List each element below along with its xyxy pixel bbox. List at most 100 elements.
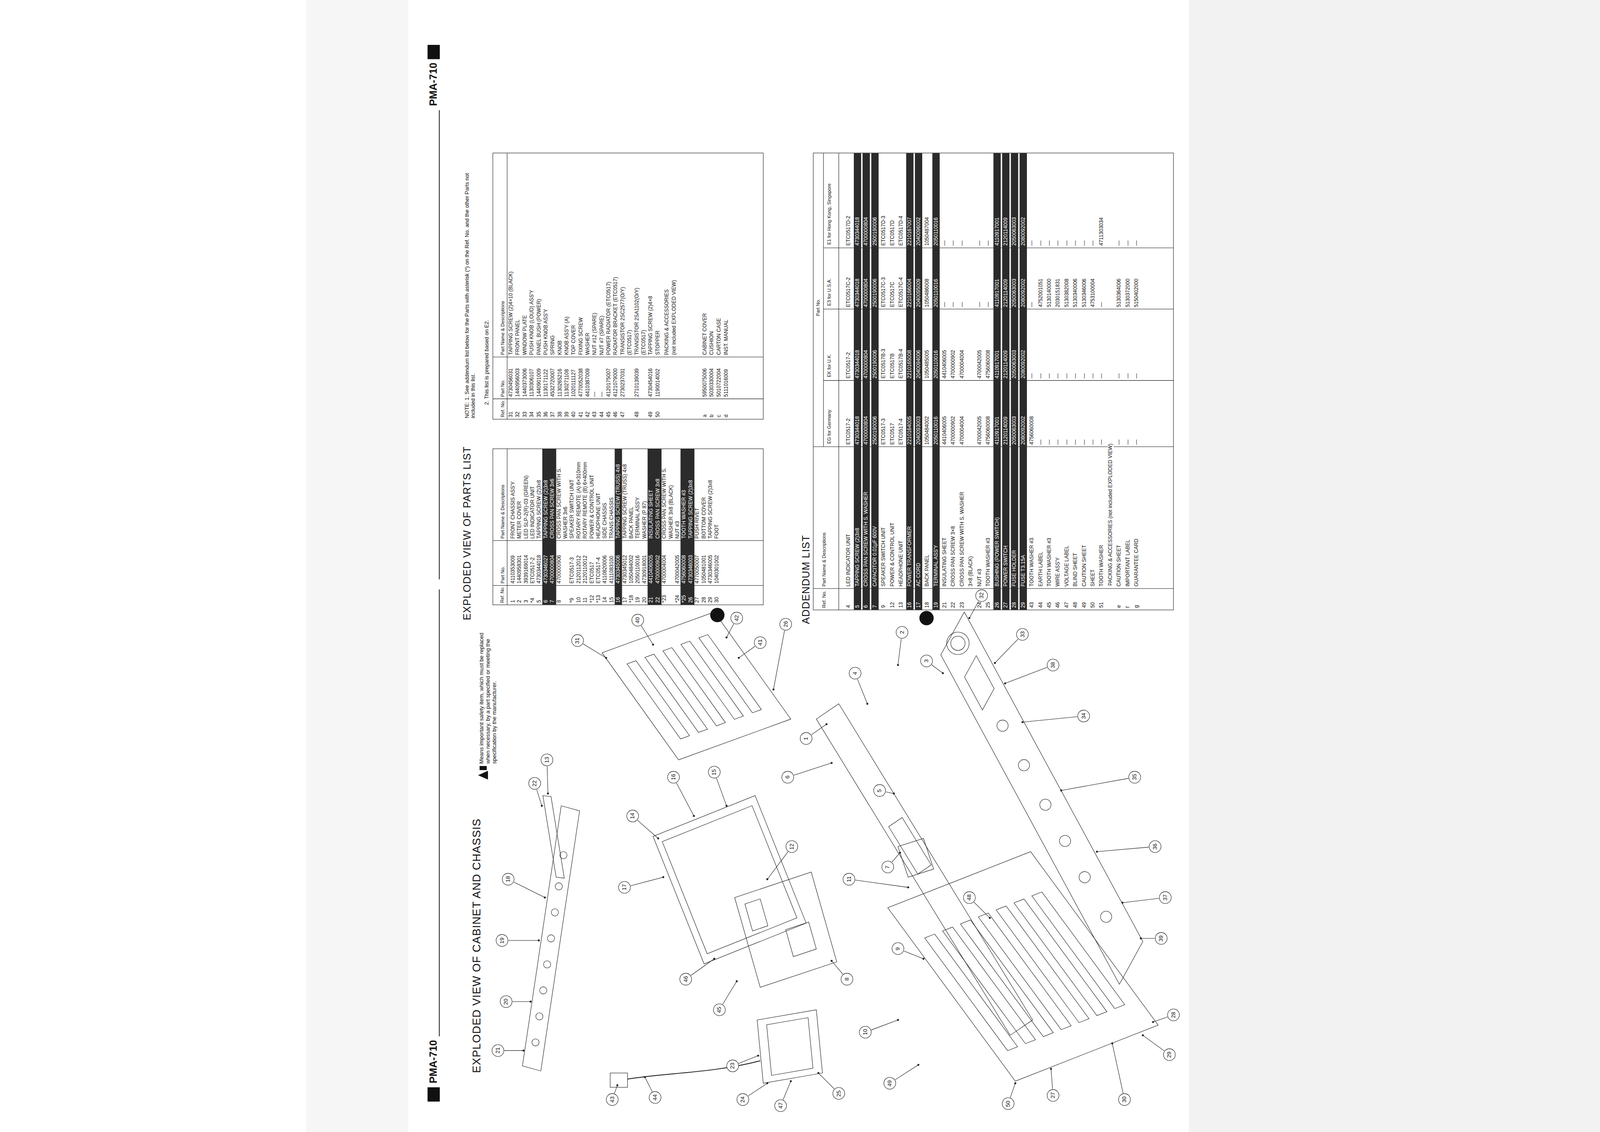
- callout-circle: [779, 618, 792, 631]
- table-cell: RADIATOR BRACKET (ETC0517): [612, 276, 619, 356]
- table-cell: *4: [529, 598, 536, 603]
- leader-dot: [866, 702, 869, 706]
- table-cell: ETC0517C-4: [898, 277, 905, 308]
- table-cell: —: [1038, 240, 1045, 246]
- leader-dot: [772, 688, 775, 692]
- table-cell: (not included EXPLODED VIEW): [671, 280, 678, 356]
- leader-line: [691, 958, 715, 976]
- table-cell: 4730346005: [707, 555, 714, 584]
- table-cell: 4700004004: [959, 350, 966, 379]
- leader-dot: [941, 672, 945, 675]
- leader-line: [897, 638, 902, 665]
- table-cell: 4700000804: [549, 555, 556, 584]
- table-cell: —: [1133, 373, 1140, 379]
- leader-dot: [789, 1080, 792, 1083]
- table-cell: 4730346003: [688, 555, 695, 584]
- table-cell: —: [1081, 240, 1088, 246]
- table-cell: ETC0517-4: [595, 557, 602, 584]
- table-cell: —: [1072, 373, 1079, 379]
- table-cell: BACK PANEL: [924, 554, 931, 587]
- table-cell: 2120112012: [576, 555, 583, 584]
- table-cell: 45: [605, 411, 612, 418]
- callout-number: 9: [891, 943, 904, 956]
- table-cell: 4110917001: [994, 350, 1001, 379]
- leader-line: [1122, 898, 1159, 903]
- callout-circle: [631, 614, 644, 627]
- table-cell: ETC0517B: [889, 353, 896, 379]
- table-cell: —: [1090, 373, 1097, 379]
- table-cell: 20: [641, 597, 648, 603]
- table-cell: 18: [924, 602, 931, 609]
- leader-dot: [1111, 1042, 1114, 1045]
- leader-dot: [897, 664, 900, 667]
- row-shading: [862, 152, 870, 611]
- table-cell: FRONT CHASSIS ASS'Y: [510, 481, 517, 539]
- table-cell: 19: [635, 597, 642, 603]
- terminal-jack: [535, 1013, 544, 1021]
- leader-line: [811, 724, 827, 736]
- header-rule: [438, 110, 440, 580]
- row-shading: [905, 152, 914, 611]
- header-bar: [427, 44, 440, 59]
- leader-dot: [922, 958, 925, 961]
- table-cell: 1130265216: [557, 368, 564, 398]
- callout-number: 46: [679, 973, 692, 986]
- leader-line: [767, 852, 789, 880]
- table-cell: 3×8 (BLACK): [967, 556, 974, 587]
- table-cell: NUT #7 (SPARE): [599, 315, 606, 356]
- section-title: ADDENDUM LIST: [800, 535, 812, 625]
- table-cell: BLIND SHEET: [1072, 552, 1079, 587]
- table-cell: ETC0517B-4: [898, 348, 905, 379]
- leader-dot: [988, 917, 992, 920]
- leader-line: [903, 951, 924, 959]
- table-cell: 2120110012: [582, 555, 589, 584]
- table-cell: 22: [655, 597, 662, 603]
- table-cell: 4730345006: [615, 555, 622, 584]
- safety-mark: [479, 766, 487, 771]
- table-cell: 35: [536, 411, 543, 418]
- callout-number: 5: [873, 785, 886, 798]
- table-cell: —: [976, 302, 983, 308]
- table-cell: 15: [608, 597, 615, 603]
- page-header: PMA-710: [427, 62, 440, 106]
- leader-dot: [825, 723, 828, 726]
- table-cell: —: [985, 302, 992, 308]
- callout-number: 6: [781, 771, 794, 784]
- leader-line: [891, 852, 900, 863]
- leader-dot: [605, 657, 608, 660]
- table-cell: 4120175007: [605, 368, 612, 398]
- table-cell: —: [599, 391, 606, 398]
- front-panel: [941, 612, 1144, 986]
- leader-line: [676, 783, 695, 817]
- table-cell: 4: [845, 605, 852, 609]
- callout-number: 34: [1077, 710, 1090, 723]
- table-cell: —: [959, 240, 966, 246]
- table-cell: 27: [694, 597, 701, 603]
- table-cell: 43: [591, 411, 598, 418]
- ac-cord: [627, 1061, 760, 1080]
- table-cell: f: [1125, 606, 1132, 609]
- callout-number: 38: [1047, 659, 1059, 672]
- table-cell: SHEET: [1090, 569, 1097, 587]
- leader-dot: [662, 876, 665, 879]
- callout-circle: [1128, 771, 1141, 784]
- table-cell: POWER & CONTROL UNIT: [889, 522, 896, 587]
- table-cell: CAPACITOR 0.01μF 600V: [872, 526, 879, 587]
- table-header-line: [823, 152, 824, 448]
- table-cell: 38: [557, 411, 564, 418]
- table-cell: CROSS PAN SCREW 3×8: [950, 526, 957, 587]
- table-cell: TAPPING SCREW (2)3x8: [536, 480, 543, 539]
- callout-circle: [679, 973, 692, 986]
- knob: [950, 636, 965, 651]
- table-cell: ETC0517C: [889, 281, 896, 307]
- leader-line: [773, 630, 785, 690]
- leader-line: [1061, 778, 1129, 791]
- note: NOTE: 1. See addendum list below for the…: [464, 153, 477, 419]
- table-cell: 4770052038: [578, 368, 585, 398]
- callout-number: 10: [859, 1026, 872, 1039]
- callout-number: 50: [1002, 1098, 1015, 1111]
- table-cell: 4730456031: [508, 368, 515, 398]
- table-cell: —: [1072, 439, 1079, 445]
- table-cell: TAPPING SCREW (2)3x8: [707, 480, 714, 539]
